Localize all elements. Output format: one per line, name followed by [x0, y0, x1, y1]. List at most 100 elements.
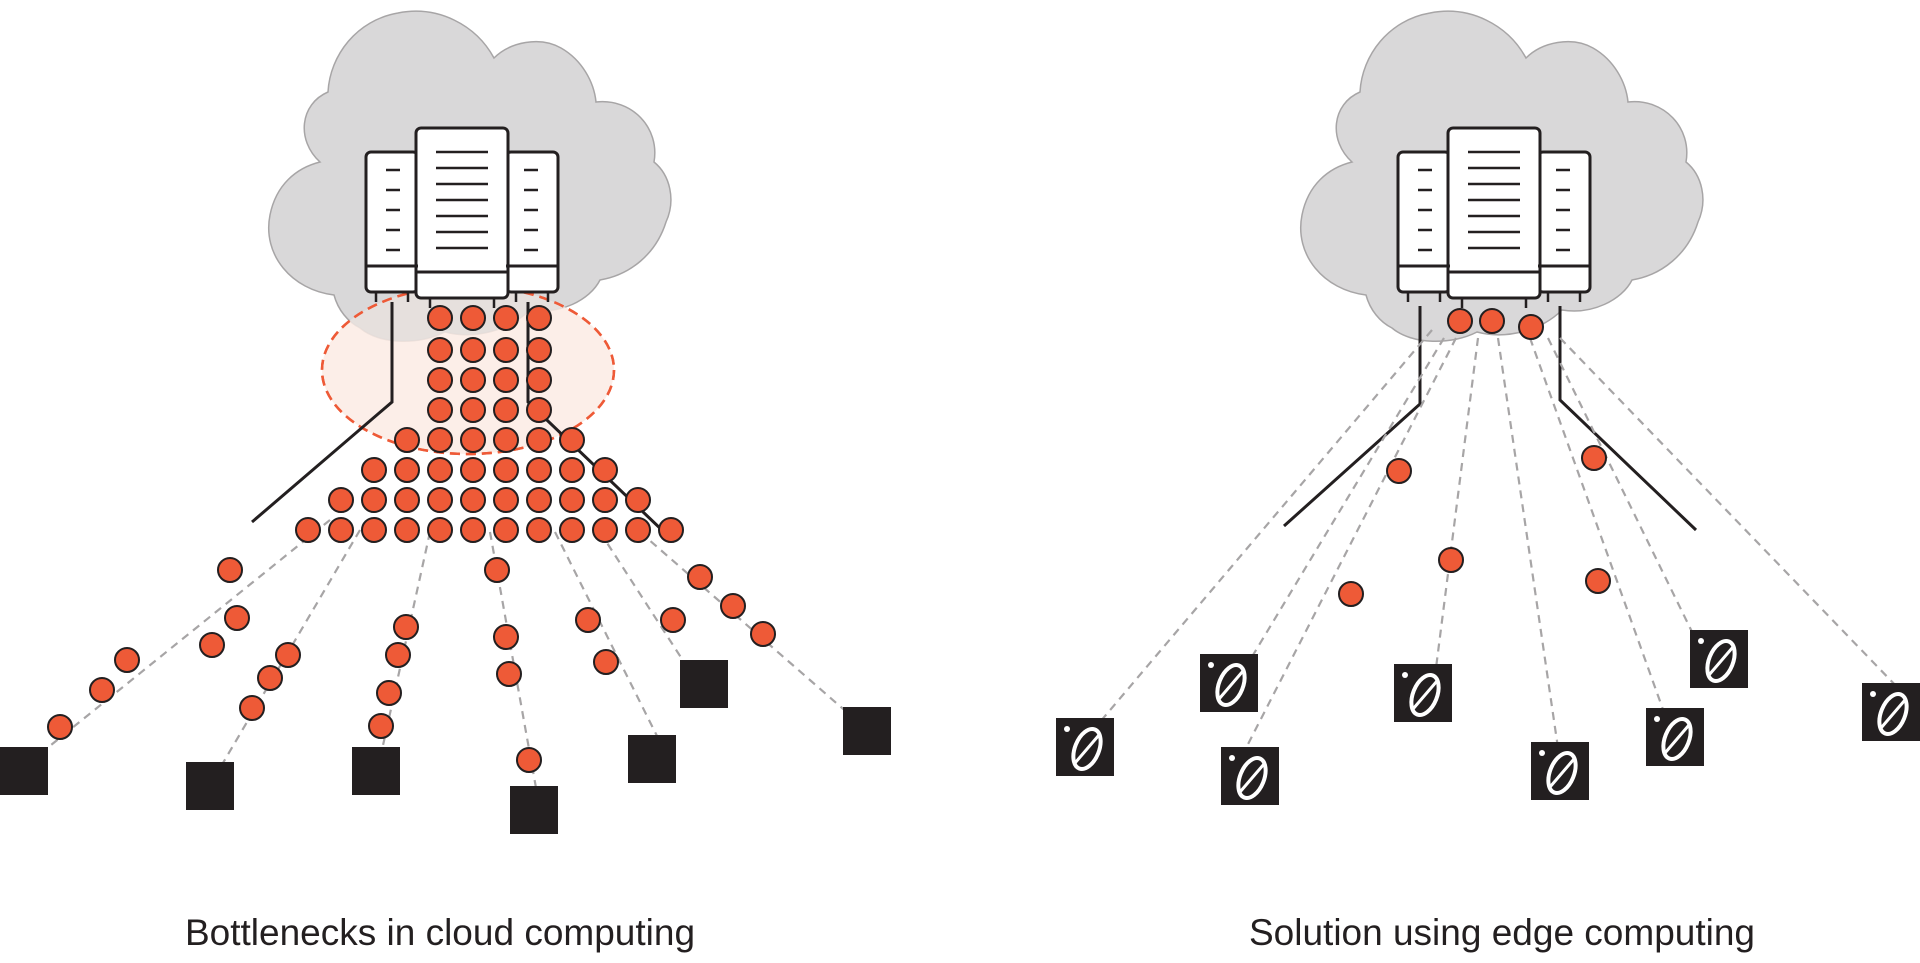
data-packet-icon — [493, 624, 519, 650]
data-packet-icon — [393, 614, 419, 640]
data-packet-icon — [1518, 314, 1544, 340]
dashed-link — [1434, 337, 1480, 669]
data-packet-icon — [460, 337, 486, 363]
data-packet-icon — [394, 457, 420, 483]
server-rack-icon — [1396, 126, 1592, 308]
data-packet-icon — [526, 517, 552, 543]
cloud-devices — [0, 660, 891, 834]
edge-device-icon — [1056, 718, 1114, 776]
data-packet-icon — [493, 487, 519, 513]
data-packet-icon — [493, 517, 519, 543]
device-square-icon — [843, 707, 891, 755]
data-packet-icon — [460, 367, 486, 393]
data-packet-icon — [526, 337, 552, 363]
data-packets — [47, 305, 776, 773]
data-packet-icon — [559, 457, 585, 483]
edge-device-icon — [1862, 683, 1920, 741]
data-packet-icon — [427, 397, 453, 423]
data-packet-icon — [750, 621, 776, 647]
data-packet-icon — [592, 487, 618, 513]
dashed-link — [1099, 329, 1433, 723]
dashed-link — [639, 531, 866, 729]
data-packet-icon — [559, 427, 585, 453]
data-packet-icon — [625, 487, 651, 513]
dashed-link — [1243, 337, 1457, 753]
data-packet-icon — [199, 632, 225, 658]
edge-device-icon — [1531, 742, 1589, 800]
data-packet-icon — [427, 427, 453, 453]
data-packet-icon — [427, 305, 453, 331]
data-packet-icon — [361, 517, 387, 543]
data-packet-icon — [368, 713, 394, 739]
dashed-link — [1496, 337, 1560, 749]
data-packet-icon — [526, 427, 552, 453]
data-packet-icon — [427, 517, 453, 543]
data-packet-icon — [575, 607, 601, 633]
data-packet-icon — [484, 557, 510, 583]
data-packet-icon — [526, 305, 552, 331]
data-packet-icon — [526, 397, 552, 423]
data-packet-icon — [493, 427, 519, 453]
data-packet-icon — [1386, 458, 1412, 484]
data-packet-icon — [427, 367, 453, 393]
data-packet-icon — [1581, 445, 1607, 471]
data-packet-icon — [460, 457, 486, 483]
data-packet-icon — [217, 557, 243, 583]
device-square-icon — [0, 747, 48, 795]
data-packet-icon — [493, 337, 519, 363]
device-square-icon — [186, 762, 234, 810]
data-packet-icon — [239, 695, 265, 721]
data-packet-icon — [47, 714, 73, 740]
data-packet-icon — [114, 647, 140, 673]
data-packet-icon — [361, 487, 387, 513]
data-packet-icon — [89, 677, 115, 703]
data-packet-icon — [427, 457, 453, 483]
dashed-link — [1559, 337, 1901, 691]
device-square-icon — [352, 747, 400, 795]
edge-devices — [1056, 630, 1920, 805]
edge-device-icon — [1221, 747, 1279, 805]
data-packet-icon — [460, 517, 486, 543]
data-packet-icon — [658, 517, 684, 543]
data-packet-icon — [660, 607, 686, 633]
data-packet-icon — [257, 665, 283, 691]
data-packet-icon — [394, 517, 420, 543]
dashed-link — [1547, 337, 1697, 641]
dashed-links — [19, 519, 866, 811]
dashed-link — [19, 519, 331, 771]
data-packet-icon — [592, 457, 618, 483]
edge-panel — [1056, 10, 1920, 805]
data-packet-icon — [394, 487, 420, 513]
network-funnel — [1282, 306, 1698, 532]
cloud-panel — [0, 10, 891, 834]
device-square-icon — [680, 660, 728, 708]
data-packet-icon — [328, 517, 354, 543]
data-packet-icon — [496, 661, 522, 687]
data-packet-icon — [526, 367, 552, 393]
caption-edge-solution: Solution using edge computing — [1248, 912, 1756, 953]
data-packet-icon — [361, 457, 387, 483]
data-packet-icon — [427, 337, 453, 363]
dashed-link — [1528, 337, 1668, 719]
data-packet-icon — [526, 457, 552, 483]
data-packet-icon — [559, 487, 585, 513]
data-packet-icon — [720, 593, 746, 619]
data-packet-icon — [460, 305, 486, 331]
network-funnel — [251, 302, 666, 534]
edge-device-icon — [1200, 654, 1258, 712]
data-packet-icon — [385, 642, 411, 668]
data-packet-icon — [526, 487, 552, 513]
dashed-link — [554, 531, 669, 759]
data-packet-icon — [295, 517, 321, 543]
dashed-link — [1249, 337, 1445, 661]
data-packet-icon — [493, 367, 519, 393]
data-packet-icon — [460, 397, 486, 423]
data-packet-icon — [394, 427, 420, 453]
data-packet-icon — [275, 642, 301, 668]
caption-cloud-bottleneck: Bottlenecks in cloud computing — [184, 912, 696, 953]
edge-device-icon — [1690, 630, 1748, 688]
data-packet-icon — [593, 649, 619, 675]
data-packet-icon — [460, 427, 486, 453]
server-rack-icon — [364, 126, 560, 308]
data-packet-icon — [493, 305, 519, 331]
